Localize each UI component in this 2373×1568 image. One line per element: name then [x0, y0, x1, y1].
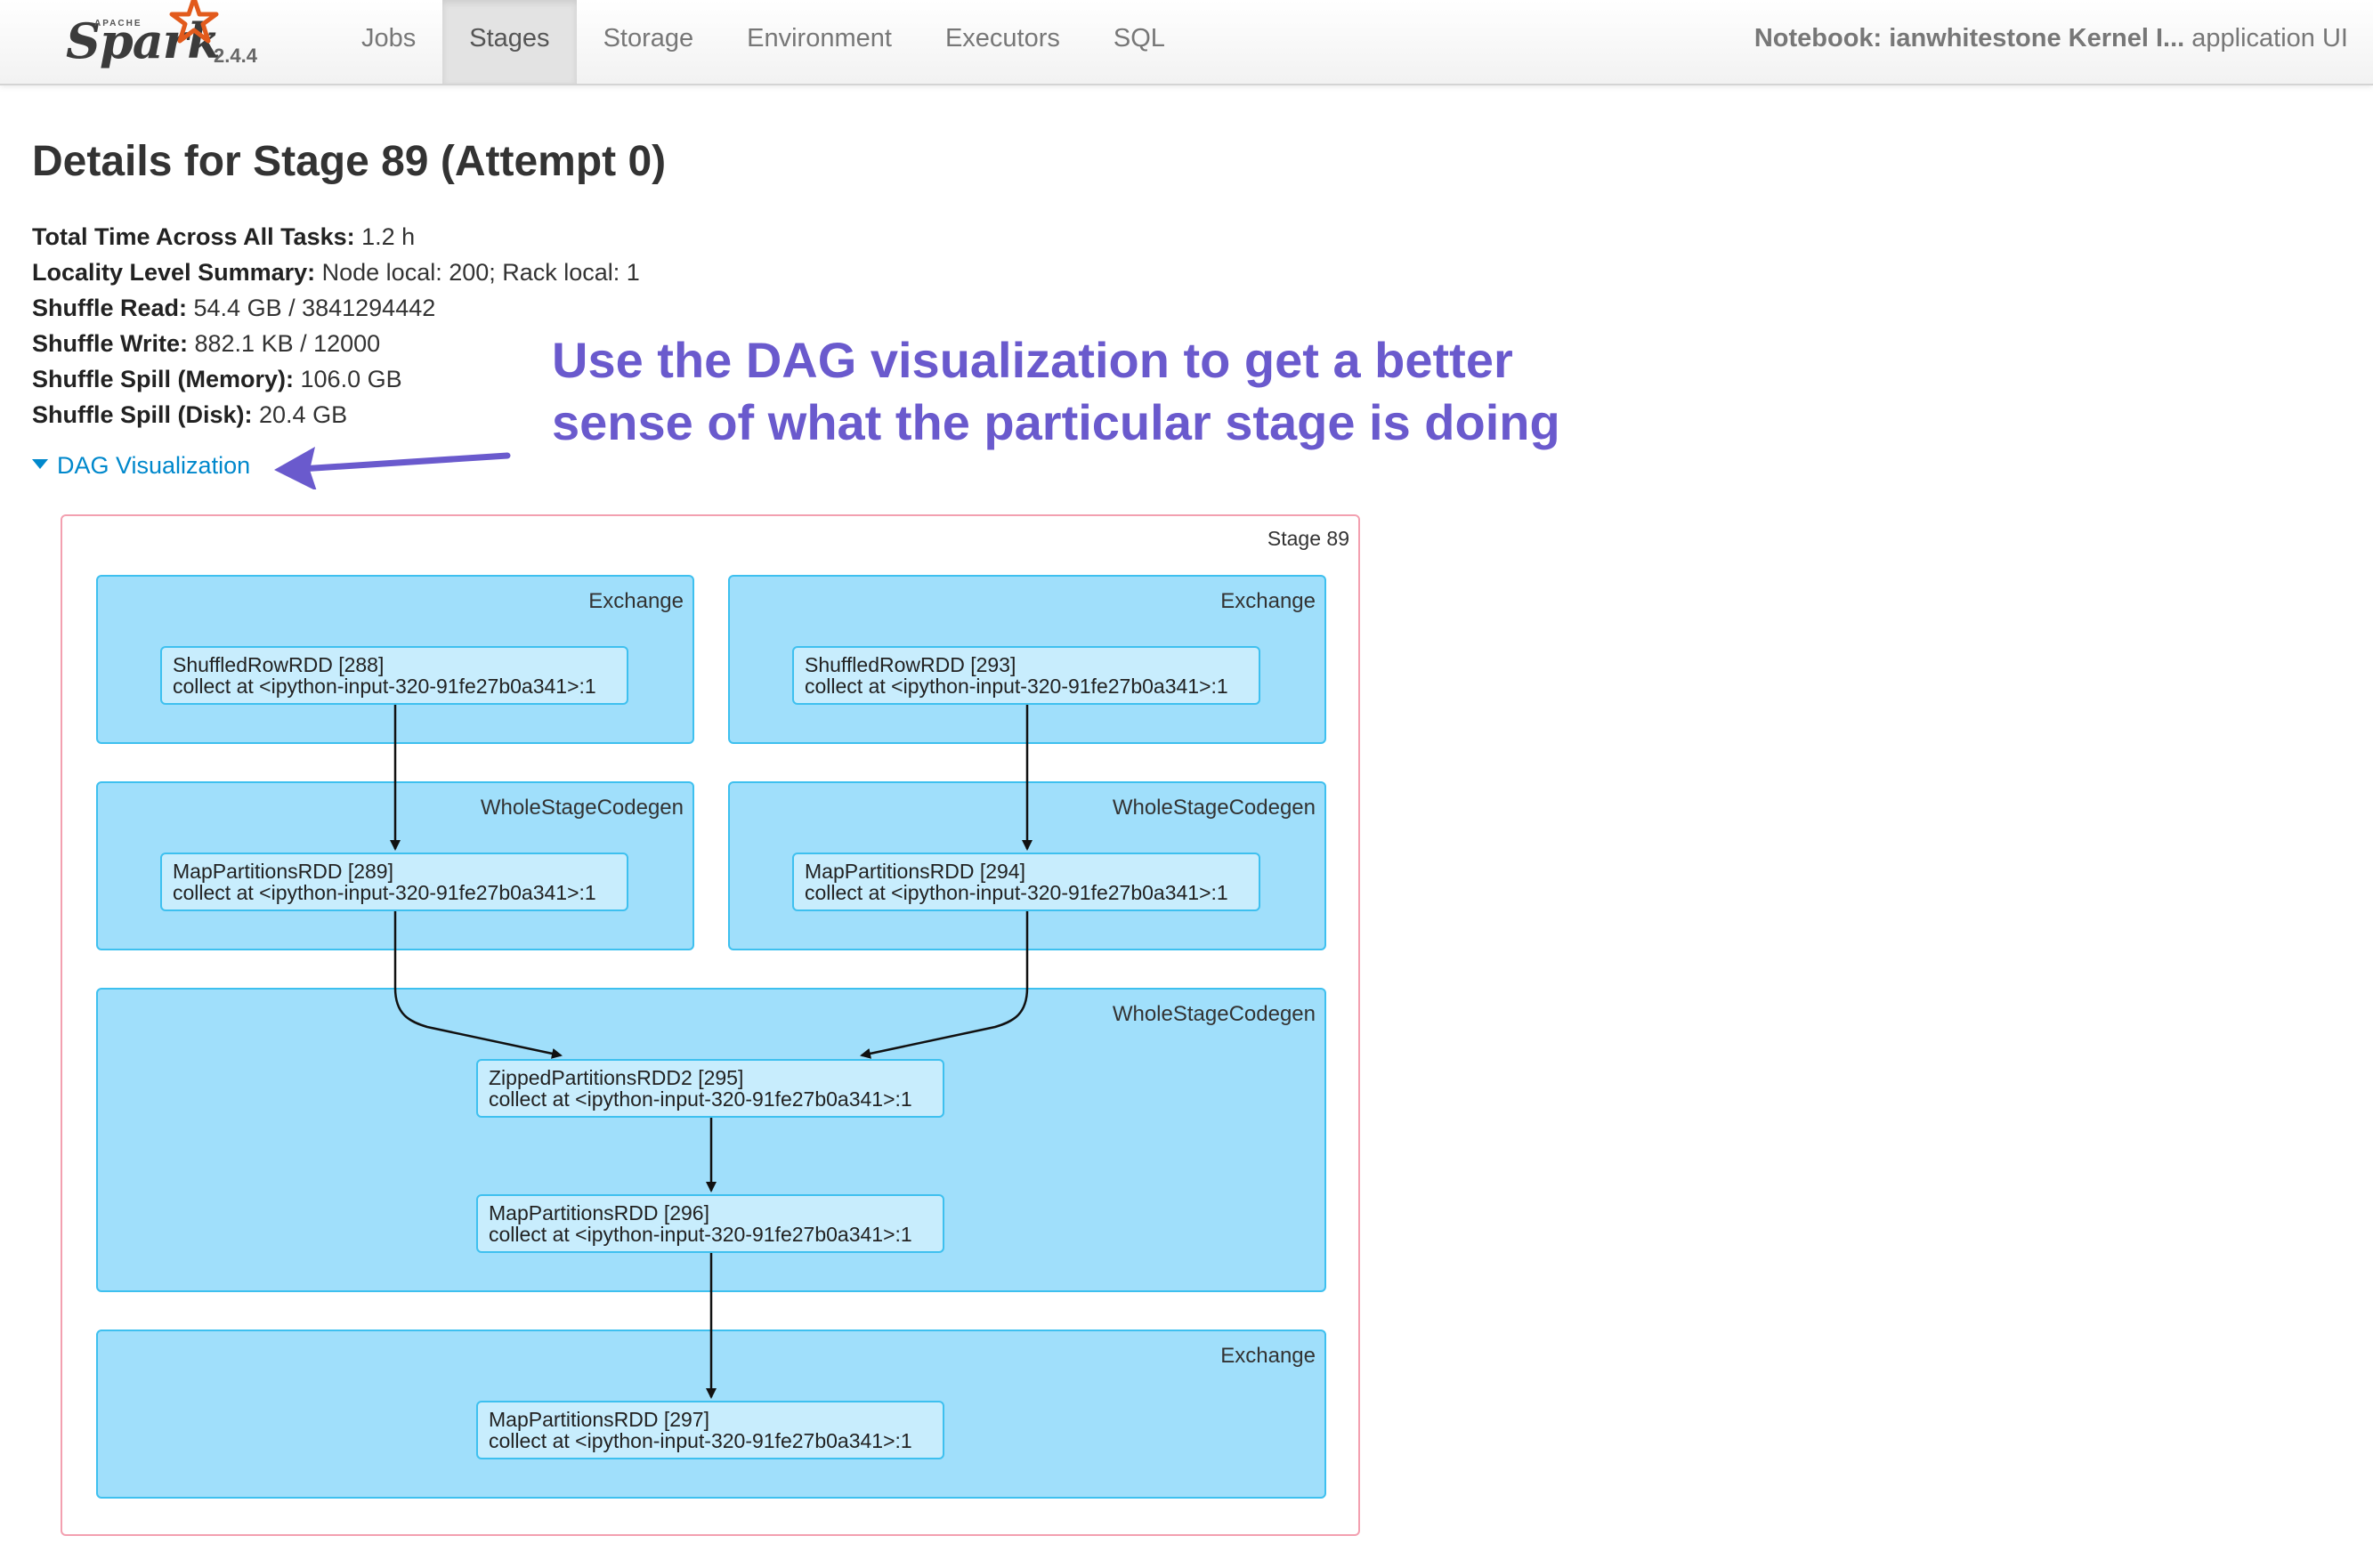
cluster-label: WholeStageCodegen: [1112, 796, 1316, 820]
tab-storage[interactable]: Storage: [603, 24, 694, 53]
dag-edge: [860, 911, 1029, 1059]
cluster-label: Exchange: [588, 589, 684, 613]
summary-label: Shuffle Spill (Disk):: [32, 401, 253, 428]
spark-star-icon: [169, 0, 219, 44]
rdd-callsite: collect at <ipython-input-320-91fe27b0a3…: [173, 881, 596, 904]
summary-label: Shuffle Write:: [32, 330, 188, 357]
rdd-node[interactable]: MapPartitionsRDD [289] collect at <ipyth…: [160, 853, 628, 911]
navbar: Spark APACHE 2.4.4 Jobs Stages Storage E…: [0, 0, 2373, 85]
summary-value: 1.2 h: [354, 223, 416, 250]
rdd-callsite: collect at <ipython-input-320-91fe27b0a3…: [489, 1223, 912, 1246]
rdd-callsite: collect at <ipython-input-320-91fe27b0a3…: [805, 675, 1228, 698]
apache-label: APACHE: [94, 19, 142, 28]
rdd-node[interactable]: MapPartitionsRDD [294] collect at <ipyth…: [792, 853, 1260, 911]
stage-cluster: Stage 89 Exchange Exchange WholeStageCod…: [61, 514, 1360, 1536]
app-title-suffix: application UI: [2184, 24, 2348, 53]
annotation-arrow-icon: [274, 447, 511, 489]
app-title-name: Notebook: ianwhitestone Kernel I...: [1753, 24, 2185, 53]
tab-executors[interactable]: Executors: [944, 24, 1060, 53]
tab-environment[interactable]: Environment: [747, 24, 892, 53]
summary-value: 106.0 GB: [294, 366, 402, 392]
rdd-name: ZippedPartitionsRDD2 [295]: [489, 1066, 744, 1089]
summary-label: Shuffle Spill (Memory):: [32, 366, 295, 392]
summary-value: 882.1 KB / 12000: [188, 330, 381, 357]
summary-shuffle-read: Shuffle Read: 54.4 GB / 3841294442: [32, 290, 640, 326]
rdd-callsite: collect at <ipython-input-320-91fe27b0a3…: [805, 881, 1228, 904]
cluster-label: Exchange: [1220, 589, 1316, 613]
rdd-callsite: collect at <ipython-input-320-91fe27b0a3…: [489, 1087, 912, 1111]
summary-value: Node local: 200; Rack local: 1: [315, 259, 640, 286]
spark-logo-text: Spark: [66, 12, 221, 69]
annotation-line: sense of what the particular stage is do…: [552, 394, 1560, 450]
summary-spill-memory: Shuffle Spill (Memory): 106.0 GB: [32, 361, 640, 397]
summary-label: Total Time Across All Tasks:: [32, 223, 355, 250]
rdd-name: MapPartitionsRDD [289]: [173, 860, 393, 883]
stage-summary: Total Time Across All Tasks: 1.2 h Local…: [32, 219, 640, 432]
rdd-name: ShuffledRowRDD [288]: [173, 653, 385, 676]
cluster-label: Exchange: [1220, 1344, 1316, 1368]
summary-locality: Locality Level Summary: Node local: 200;…: [32, 255, 640, 290]
dag-edges: [390, 705, 1033, 1399]
summary-label: Shuffle Read:: [32, 295, 188, 321]
spark-version: 2.4.4: [214, 44, 257, 67]
summary-spill-disk: Shuffle Spill (Disk): 20.4 GB: [32, 397, 640, 432]
dag-edge: [393, 911, 563, 1059]
cluster-label: WholeStageCodegen: [480, 796, 684, 820]
dag-visualization-toggle[interactable]: DAG Visualization: [32, 452, 250, 480]
caret-down-icon: [32, 459, 48, 470]
rdd-callsite: collect at <ipython-input-320-91fe27b0a3…: [489, 1429, 912, 1452]
rdd-node[interactable]: ZippedPartitionsRDD2 [295] collect at <i…: [476, 1059, 944, 1118]
dag-toggle-label: DAG Visualization: [57, 452, 251, 479]
rdd-name: MapPartitionsRDD [294]: [805, 860, 1025, 883]
summary-value: 54.4 GB / 3841294442: [187, 295, 436, 321]
spark-logo[interactable]: Spark APACHE 2.4.4: [62, 0, 276, 84]
rdd-node[interactable]: ShuffledRowRDD [293] collect at <ipython…: [792, 646, 1260, 705]
tab-jobs[interactable]: Jobs: [361, 24, 417, 53]
rdd-callsite: collect at <ipython-input-320-91fe27b0a3…: [173, 675, 596, 698]
summary-label: Locality Level Summary:: [32, 259, 316, 286]
rdd-name: MapPartitionsRDD [297]: [489, 1408, 709, 1431]
summary-shuffle-write: Shuffle Write: 882.1 KB / 12000: [32, 326, 640, 361]
summary-total-time: Total Time Across All Tasks: 1.2 h: [32, 219, 640, 255]
rdd-node[interactable]: MapPartitionsRDD [297] collect at <ipyth…: [476, 1401, 944, 1459]
stage-label: Stage 89: [1267, 527, 1349, 550]
rdd-name: MapPartitionsRDD [296]: [489, 1201, 709, 1224]
annotation-callout: Use the DAG visualization to get a bette…: [552, 329, 1560, 454]
app-title: Notebook: ianwhitestone Kernel I... appl…: [1754, 0, 2348, 84]
tab-sql[interactable]: SQL: [1113, 24, 1165, 53]
rdd-node[interactable]: ShuffledRowRDD [288] collect at <ipython…: [160, 646, 628, 705]
rdd-name: ShuffledRowRDD [293]: [805, 653, 1016, 676]
cluster-label: WholeStageCodegen: [1112, 1002, 1316, 1026]
rdd-node[interactable]: MapPartitionsRDD [296] collect at <ipyth…: [476, 1194, 944, 1253]
nav-tabs: Jobs Stages Storage Environment Executor…: [335, 0, 1192, 84]
tab-stages[interactable]: Stages: [442, 0, 577, 84]
page-title: Details for Stage 89 (Attempt 0): [32, 138, 667, 185]
annotation-line: Use the DAG visualization to get a bette…: [552, 332, 1513, 388]
summary-value: 20.4 GB: [252, 401, 348, 428]
